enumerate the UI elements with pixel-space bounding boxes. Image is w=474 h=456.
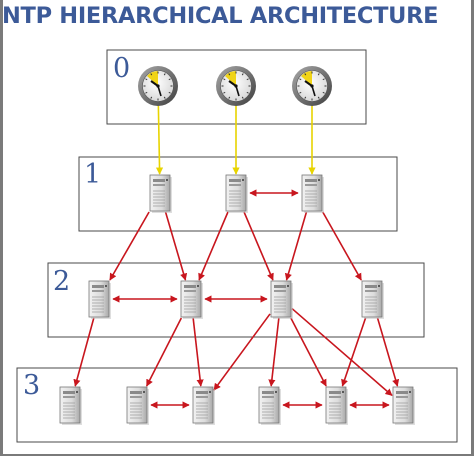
page-title: NTP HIERARCHICAL ARCHITECTURE	[2, 3, 439, 29]
clock-icon	[292, 66, 332, 106]
server-icon	[88, 280, 111, 319]
stratum-3-box: 3	[16, 367, 458, 443]
sync-arrow-s2-2-to-s3-5	[291, 307, 393, 397]
sync-arrow-s2-2-to-s3-4	[290, 317, 327, 387]
stratum-1-label: 1	[84, 159, 101, 190]
sync-arrow-s1-1-to-s2-2	[243, 211, 274, 281]
server-icon	[258, 386, 281, 425]
sync-arrow-s1-2-to-s2-2	[284, 211, 308, 281]
sync-arrow-s1-0-to-s2-0	[109, 211, 150, 281]
sync-arrow-s2-1-to-s3-1	[145, 317, 183, 387]
sync-arrow-s2-0-to-s3-0	[73, 317, 95, 387]
reference-arrow-s0-0-to-s1-0	[155, 103, 164, 175]
sync-arrow-s1-1-to-s2-1	[198, 211, 229, 281]
server-icon	[126, 386, 149, 425]
server-icon	[180, 280, 203, 319]
server-icon	[225, 174, 248, 213]
server-icon	[361, 280, 384, 319]
stratum-0-label: 0	[113, 53, 130, 84]
clock-icon	[216, 66, 256, 106]
sync-arrow-s2-3-to-s3-5	[376, 317, 400, 387]
server-icon	[149, 174, 172, 213]
sync-arrow-s2-2-to-s3-3	[268, 317, 280, 387]
sync-arrow-s2-1-to-s3-2	[192, 317, 204, 387]
stratum-3-label: 3	[23, 370, 40, 401]
server-icon	[270, 280, 293, 319]
server-icon	[325, 386, 348, 425]
clock-icon	[138, 66, 178, 106]
sync-arrow-s1-0-to-s2-1	[164, 211, 188, 281]
server-icon	[301, 174, 324, 213]
sync-arrow-s2-3-to-s3-4	[341, 317, 367, 387]
stratum-2-label: 2	[53, 266, 70, 297]
server-icon	[192, 386, 215, 425]
sync-arrow-s2-2-to-s3-2	[213, 313, 271, 391]
sync-arrow-s1-2-to-s2-3	[322, 211, 362, 281]
server-icon	[59, 386, 82, 425]
server-icon	[392, 386, 415, 425]
